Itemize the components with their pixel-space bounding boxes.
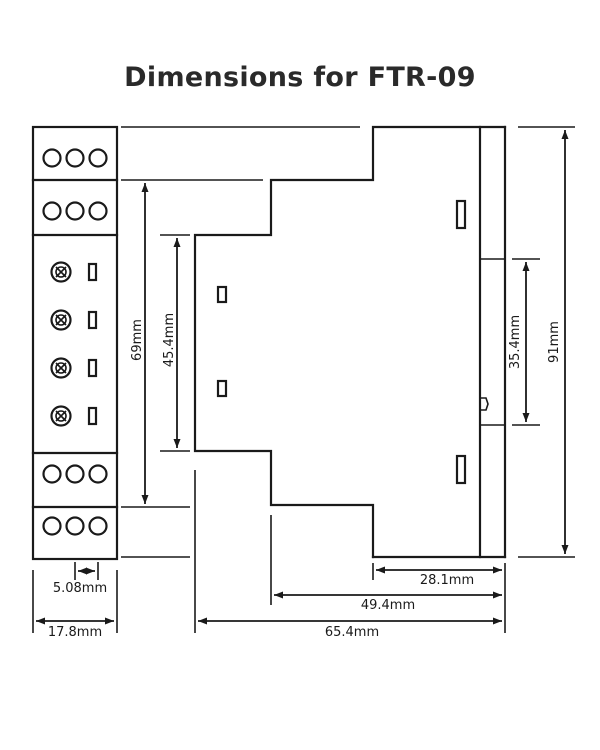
terminal-screw	[65, 464, 85, 484]
led-indicator	[87, 358, 98, 378]
rail-clip	[478, 125, 507, 559]
slot	[216, 285, 228, 304]
terminal-row-top-1	[42, 148, 108, 168]
terminal-screw	[42, 516, 62, 536]
knob-1	[50, 261, 98, 283]
terminal-screw	[65, 201, 85, 221]
terminal-screw	[65, 516, 85, 536]
terminal-row-bottom-1	[42, 464, 108, 484]
rail-notch	[480, 258, 505, 426]
slot	[216, 379, 228, 398]
extension-lines	[32, 126, 575, 633]
terminal-screw	[42, 148, 62, 168]
label-inner-height: 45.4mm	[162, 313, 177, 367]
front-view-outline	[31, 125, 119, 561]
terminal-screw	[42, 464, 62, 484]
knob-2	[50, 309, 98, 331]
led-indicator	[87, 310, 98, 330]
knob-4	[50, 405, 98, 427]
label-depth-back: 28.1mm	[420, 573, 474, 588]
diagram-title: Dimensions for FTR-09	[124, 62, 476, 93]
terminal-screw	[88, 464, 108, 484]
side-view	[193, 125, 507, 559]
slot	[455, 454, 467, 485]
terminal-screw	[88, 516, 108, 536]
terminal-screw	[65, 148, 85, 168]
label-depth-mid: 49.4mm	[361, 598, 415, 613]
side-profile	[193, 125, 507, 559]
terminal-screw	[88, 148, 108, 168]
label-module-width: 17.8mm	[48, 625, 102, 640]
terminal-row-bottom-2	[42, 516, 108, 536]
led-indicator	[87, 406, 98, 426]
label-total-height: 91mm	[547, 321, 562, 363]
terminal-screw	[88, 201, 108, 221]
label-depth-total: 65.4mm	[325, 625, 379, 640]
label-front-height: 69mm	[130, 319, 145, 361]
front-view	[31, 125, 119, 561]
terminal-row-top-2	[42, 201, 108, 221]
label-terminal-pitch: 5.08mm	[53, 581, 107, 596]
label-rail-width: 35.4mm	[508, 315, 523, 369]
slot	[455, 199, 467, 230]
led-indicator	[87, 262, 98, 282]
knob-3	[50, 357, 98, 379]
terminal-screw	[42, 201, 62, 221]
